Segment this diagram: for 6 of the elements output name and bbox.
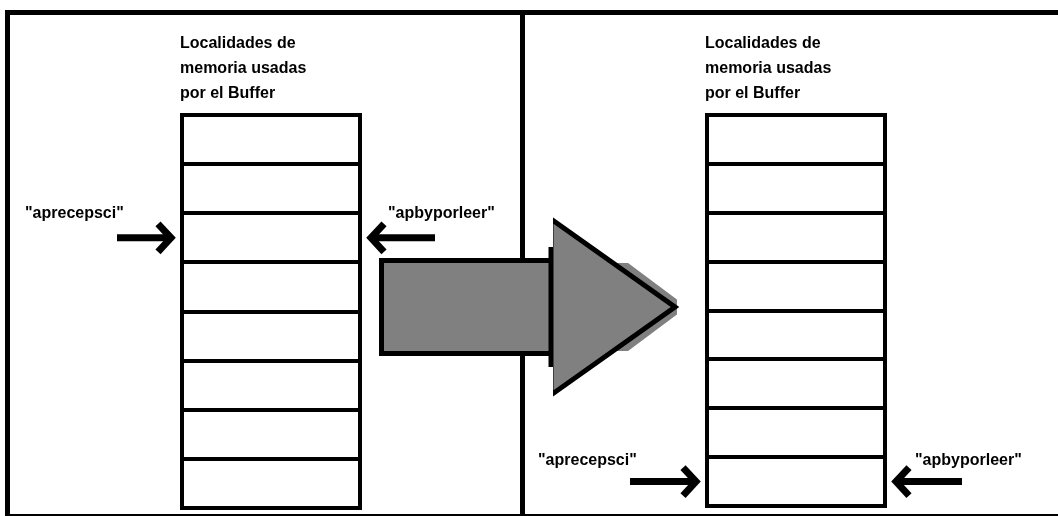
pointer-label: "aprecepsci" <box>25 203 124 223</box>
buffer-heading: Localidades de memoria usadas por el Buffer <box>705 33 833 103</box>
pointer-label: "apbyporleer" <box>915 450 1022 470</box>
pointer-label: "apbyporleer" <box>388 203 495 223</box>
buffer-heading: Localidades de memoria usadas por el Buffer <box>180 33 308 103</box>
pointer-label: "aprecepsci" <box>538 450 637 470</box>
